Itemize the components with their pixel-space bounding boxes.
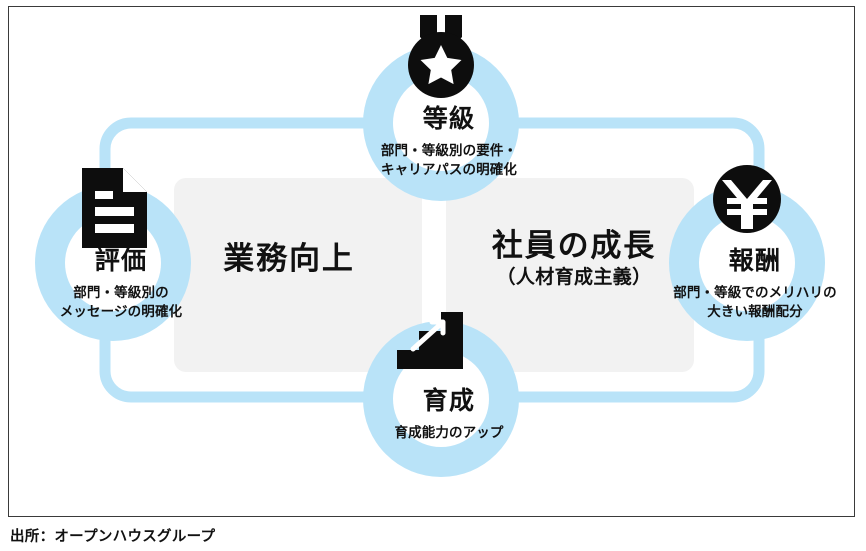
- node-grade-title: 等級: [422, 105, 476, 133]
- center-panel-right-main: 社員の成長: [491, 228, 657, 263]
- node-reward[interactable]: 報酬 部門・等級でのメリハリの 大きい報酬配分: [625, 247, 854, 321]
- node-development-title: 育成: [422, 387, 476, 415]
- node-reward-desc-line1: 部門・等級でのメリハリの: [673, 285, 837, 300]
- node-grade[interactable]: 等級 部門・等級別の要件・ キャリアパスの明確化: [319, 107, 579, 179]
- node-development-description: 育成能力のアップ: [319, 423, 579, 442]
- node-development-graphic[interactable]: [363, 312, 519, 477]
- growth-stairs-icon: [397, 312, 463, 369]
- node-development-inner: [393, 351, 489, 447]
- node-evaluation-desc-line1: 部門・等級別の: [73, 285, 169, 300]
- node-reward-desc-line2: 大きい報酬配分: [707, 304, 803, 320]
- node-evaluation[interactable]: 評価 部門・等級別の メッセージの明確化: [9, 247, 251, 321]
- node-reward-inner: [699, 215, 795, 311]
- document-icon: [82, 168, 147, 248]
- yen-coin-icon: [713, 165, 781, 233]
- node-development[interactable]: 育成 育成能力のアップ: [319, 389, 579, 442]
- node-evaluation-title: 評価: [94, 247, 148, 275]
- node-development-desc-line1: 育成能力のアップ: [394, 425, 504, 440]
- center-panel-left: [174, 178, 422, 372]
- node-grade-graphic[interactable]: [363, 15, 519, 201]
- node-grade-desc-line2: キャリアパスの明確化: [380, 162, 518, 178]
- diagram-svg: [35, 15, 825, 477]
- medal-star-icon: [408, 15, 474, 98]
- node-grade-desc-line1: 部門・等級別の要件・: [380, 143, 518, 158]
- center-panel-right: [446, 178, 694, 372]
- center-panel-left-label: 業務向上: [223, 241, 355, 276]
- node-evaluation-desc-line2: メッセージの明確化: [59, 304, 183, 320]
- source-caption: 出所：オープンハウスグループ: [10, 529, 216, 545]
- node-reward-description: 部門・等級でのメリハリの 大きい報酬配分: [625, 283, 854, 321]
- center-panel-right-sublabel: （人材育成主義）: [496, 266, 652, 288]
- node-evaluation-graphic[interactable]: [35, 168, 191, 341]
- node-grade-inner: [393, 75, 489, 171]
- node-evaluation-description: 部門・等級別の メッセージの明確化: [9, 283, 251, 321]
- node-reward-title: 報酬: [728, 247, 782, 275]
- node-grade-description: 部門・等級別の要件・ キャリアパスの明確化: [319, 141, 579, 179]
- node-reward-graphic[interactable]: [669, 165, 825, 341]
- figure-frame: 業務向上 社員の成長 （人材育成主義） 等級 部門・等級別の要件・ キャリアパス…: [8, 6, 855, 517]
- center-panel-right-label: 社員の成長 （人材育成主義）: [449, 228, 699, 288]
